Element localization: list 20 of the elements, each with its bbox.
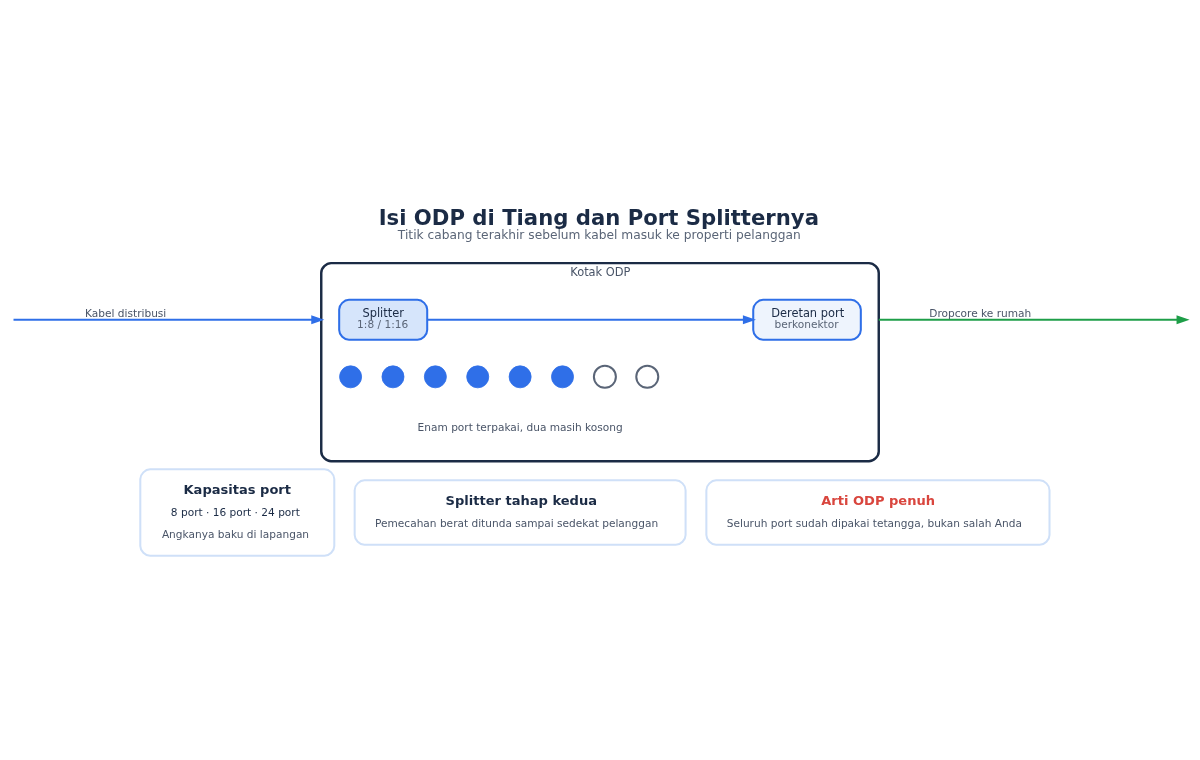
node-circle <box>339 364 362 388</box>
edge-label: Dropcore ke rumah <box>929 306 1032 319</box>
node-box: Splitter tahap kedua Pemecahan berat ditunda sampai sedekat pelanggan <box>353 478 687 546</box>
node-box: Arti ODP penuh Seluruh port sudah dipakai tetangga, bukan salah Anda <box>705 478 1051 546</box>
label: Enam port terpakai, dua masih kosong <box>417 420 623 433</box>
node-circle <box>423 364 447 388</box>
node-box: Kapasitas port 8 port · 16 port · 24 port Angkanya baku di lapangan <box>139 467 336 557</box>
node-circle <box>381 364 405 388</box>
diagram-title: Isi ODP di Tiang dan Port Splitternya <box>378 204 819 230</box>
node-circle <box>466 364 490 388</box>
node-circle <box>508 364 532 388</box>
node-circle <box>551 364 574 388</box>
node-circle <box>592 364 617 389</box>
edge-label: Kabel distribusi <box>85 306 167 319</box>
arrow <box>427 314 756 324</box>
node-circle <box>635 364 660 389</box>
arrow <box>878 314 1190 324</box>
node-box: Splitter 1:8 / 1:16 <box>338 298 429 341</box>
arrow <box>13 314 325 324</box>
node-box: Deretan port berkonektor <box>752 298 862 341</box>
